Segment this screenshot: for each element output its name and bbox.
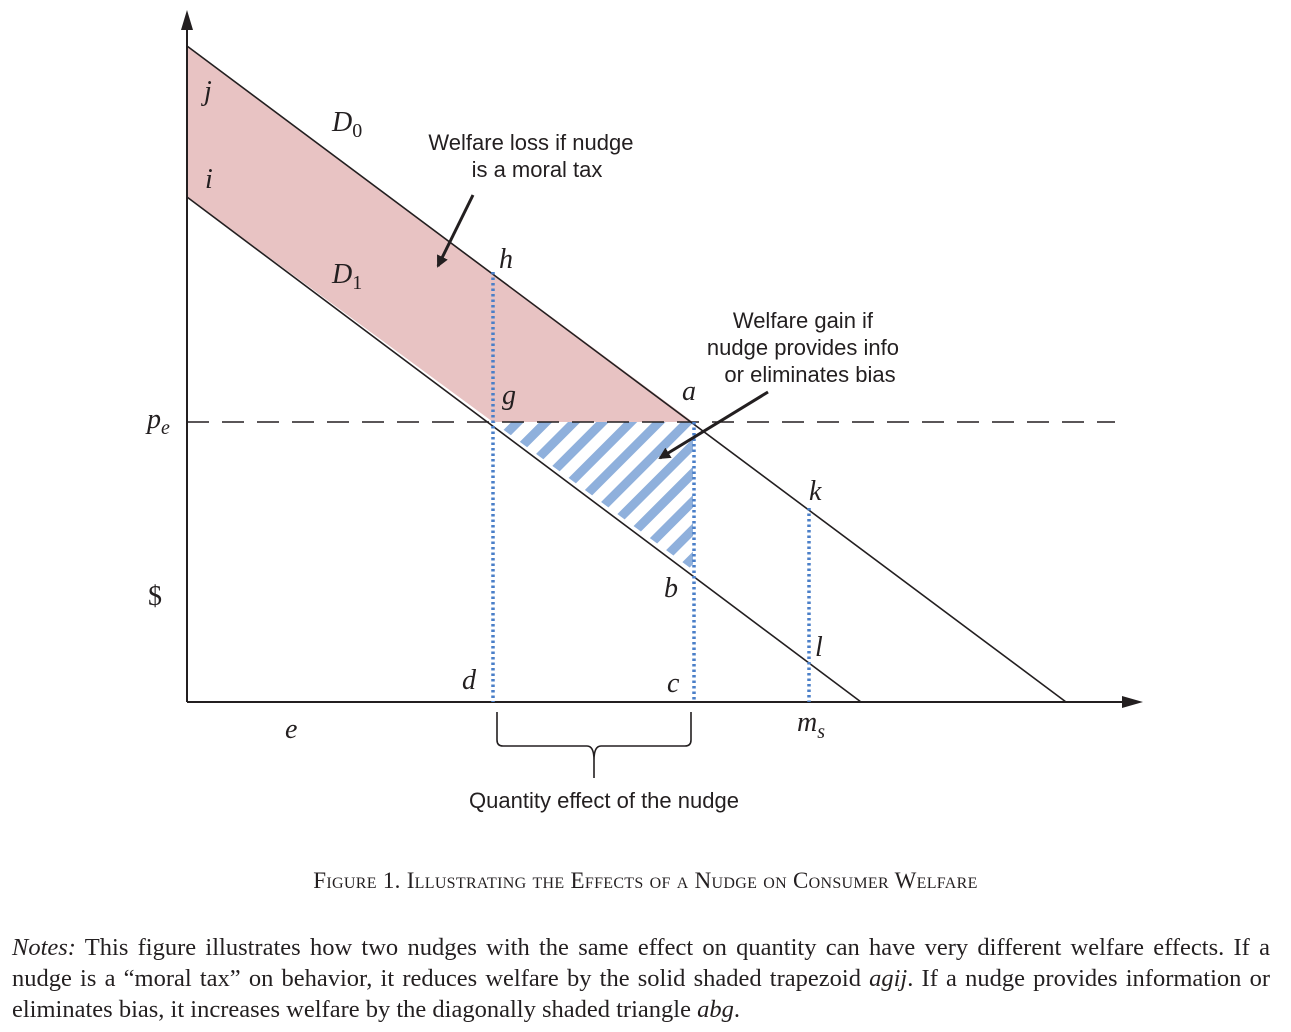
point-label-c: c xyxy=(667,668,680,699)
welfare-gain-region xyxy=(493,422,693,570)
loss-annotation-line2: is a moral tax xyxy=(472,157,603,182)
nudge-welfare-diagram: j i h g a k b l d c e D0 D1 pe $ ms Welf… xyxy=(145,10,1143,813)
ms-axis-label-main: m xyxy=(797,707,817,738)
point-label-a: a xyxy=(682,376,696,407)
curve-label-d1-main: D xyxy=(331,259,352,290)
brace-label: Quantity effect of the nudge xyxy=(469,788,739,813)
demand-curve-d0 xyxy=(186,45,1067,703)
gain-annotation-line3: or eliminates bias xyxy=(724,362,895,387)
notes-abg: abg xyxy=(697,996,734,1023)
curve-label-d0: D0 xyxy=(331,107,362,142)
point-label-k: k xyxy=(809,476,822,507)
dollar-axis-label: $ xyxy=(148,581,162,612)
notes-body-1: This figure illustrates how two nudges w… xyxy=(12,934,1270,992)
notes-body-2: . If a nudge provides information or eli… xyxy=(12,965,1270,1023)
point-label-e: e xyxy=(285,714,297,745)
notes-lead: Notes: xyxy=(12,934,76,961)
ms-axis-label: ms xyxy=(797,707,825,743)
gain-arrow xyxy=(658,390,769,460)
gain-annotation-line1: Welfare gain if xyxy=(733,308,874,333)
x-axis-arrow xyxy=(1122,696,1143,708)
figure-notes: Notes: This figure illustrates how two n… xyxy=(12,932,1270,1025)
gain-annotation-line2: nudge provides info xyxy=(707,335,899,360)
loss-arrow xyxy=(436,194,475,268)
price-axis-label-main: p xyxy=(145,404,161,435)
point-label-l: l xyxy=(815,632,823,663)
curve-label-d1-sub: 1 xyxy=(352,272,362,294)
loss-annotation-line1: Welfare loss if nudge xyxy=(428,130,633,155)
gain-annotation: Welfare gain if nudge provides info or e… xyxy=(707,308,905,387)
point-label-d: d xyxy=(462,665,477,696)
price-axis-label-sub: e xyxy=(161,417,170,439)
point-label-b: b xyxy=(664,573,678,604)
point-label-j: j xyxy=(201,76,212,107)
y-axis-arrow xyxy=(181,10,193,30)
ms-axis-label-sub: s xyxy=(817,721,825,743)
point-label-i: i xyxy=(205,164,213,195)
demand-curve-d1 xyxy=(186,196,862,703)
price-axis-label: pe xyxy=(145,404,170,439)
point-label-h: h xyxy=(499,244,513,275)
curve-label-d0-main: D xyxy=(331,107,352,138)
curve-label-d1: D1 xyxy=(331,259,362,294)
notes-agij: agij xyxy=(869,965,908,992)
quantity-brace xyxy=(496,712,692,778)
figure-caption: Figure 1. Illustrating the Effects of a … xyxy=(313,868,978,893)
notes-body-3: . xyxy=(733,996,740,1023)
loss-annotation: Welfare loss if nudge is a moral tax xyxy=(428,130,639,182)
point-label-g: g xyxy=(502,380,516,411)
curve-label-d0-sub: 0 xyxy=(352,120,362,142)
